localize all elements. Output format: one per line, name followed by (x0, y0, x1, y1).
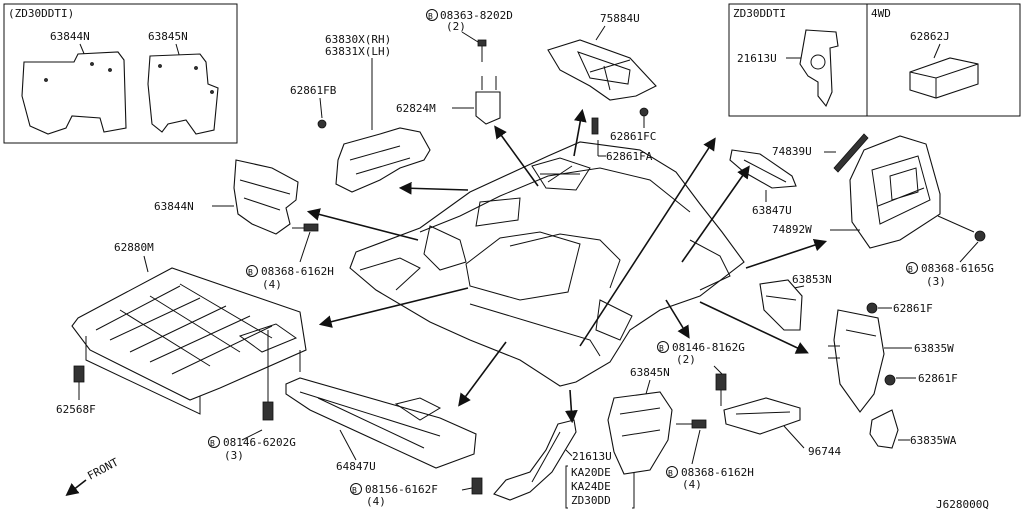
plate-75884u: 75884U (547, 12, 657, 101)
mud-guard-63845n: 63845N (607, 366, 673, 475)
callout-label: 08156-6162F (365, 483, 438, 496)
bolt-symbol: B (659, 344, 664, 353)
deflector-63847u: 63847U (729, 149, 797, 217)
clip-62568f: 62568F (56, 365, 96, 416)
strip-74839u: 74839U (772, 133, 869, 173)
callout-label: 08363-8202D (440, 9, 513, 22)
callout-label: 62861FC (610, 130, 656, 143)
callout-label: 08368-6162H (261, 265, 334, 278)
callout-label: 74839U (772, 145, 812, 158)
inset-title: (ZD30DDTI) (8, 7, 74, 20)
bolt-symbol: B (428, 12, 433, 21)
callout-label: 62824M (396, 102, 436, 115)
callout-label: 08368-6165G (921, 262, 994, 275)
callout-label: 62861F (918, 372, 958, 385)
callout-label: 62861F (893, 302, 933, 315)
plate-96744: 96744 (723, 397, 841, 458)
callout-label: 63830X(RH) (325, 33, 391, 46)
mud-guard-63845n-inset (147, 53, 219, 135)
callout-qty: (3) (224, 449, 244, 462)
callout-label: 21613U (572, 450, 612, 463)
callout-qty: (3) (926, 275, 946, 288)
callout-label: 63847U (752, 204, 792, 217)
callout-label: 63835W (914, 342, 954, 355)
callout-qty: (2) (446, 20, 466, 33)
heat-shield-63830x: 63830X(RH) 63831X(LH) (325, 33, 431, 193)
callout-label: 62880M (114, 241, 154, 254)
block-62862j (909, 57, 979, 99)
bracket-63835w: 63835W (828, 309, 954, 413)
callout-label: 63845N (630, 366, 670, 379)
callout-label: 63844N (154, 200, 194, 213)
clip-62861fb: 62861FB (290, 84, 337, 129)
bracket-62824m: 62824M (396, 76, 501, 125)
bolt-08146-8162g: B 08146-8162G (2) (657, 341, 745, 406)
inset-part-label: 63844N (50, 30, 90, 43)
bolt-08368-6165g: B 08368-6165G (3) (906, 215, 994, 288)
front-indicator: FRONT (65, 455, 121, 496)
cover-63853n: 63853N (759, 273, 832, 331)
callout-label: 62861FB (290, 84, 337, 97)
engine-code: KA24DE (571, 480, 611, 493)
engine-code: ZD30DD (571, 494, 611, 507)
bolt-symbol: B (908, 265, 913, 274)
mud-guard-63844n: 63844N (154, 159, 299, 235)
bracket-63835wa: 63835WA (869, 409, 957, 449)
inset-part-label: 21613U (737, 52, 777, 65)
callout-label: 08146-8162G (672, 341, 745, 354)
diagram-code: J628000Q (936, 498, 989, 511)
callout-qty: (4) (366, 495, 386, 508)
clip-62861f-a: 62861F (866, 302, 933, 315)
callout-label: 63853N (792, 273, 832, 286)
inset-right: ZD30DDTI 4WD 21613U 62862J (728, 3, 1021, 117)
callout-label: 75884U (600, 12, 640, 25)
bolt-08368-6162h-c: B 08368-6162H (4) (666, 419, 754, 491)
front-label: FRONT (85, 455, 121, 482)
callout-label: 74892W (772, 223, 812, 236)
inset-title: ZD30DDTI (733, 7, 786, 20)
callout-label: 62568F (56, 403, 96, 416)
bolt-symbol: B (248, 268, 253, 277)
callout-label: 08368-6162H (681, 466, 754, 479)
bolt-symbol: B (668, 469, 673, 478)
panel-74892w: 74892W (772, 135, 941, 249)
bolt-08156-6162f: B 08156-6162F (4) (350, 477, 483, 508)
inset-title: 4WD (871, 7, 891, 20)
callout-label: 63831X(LH) (325, 45, 391, 58)
clip-62861f-b: 62861F (884, 372, 958, 386)
member-64847u: 64847U (285, 377, 477, 473)
bolt-symbol: B (210, 439, 215, 448)
callout-label: 96744 (808, 445, 841, 458)
callout-qty: (4) (682, 478, 702, 491)
bracket-21613u-inset (799, 29, 839, 108)
clip-62861fa: 62861FA (591, 117, 653, 163)
assembly-arrows (306, 108, 828, 424)
inset-part-label: 63845N (148, 30, 188, 43)
bolt-08363-8202d: B 08363-8202D (2) (426, 9, 513, 62)
bracket-21613u: 21613U KA20DE KA24DE ZD30DD (493, 419, 635, 509)
callout-label: 64847U (336, 460, 376, 473)
engine-code: KA20DE (571, 466, 611, 479)
callout-label: 62861FA (606, 150, 653, 163)
callout-label: 63835WA (910, 434, 957, 447)
undercover-62880m: 62880M (71, 241, 307, 415)
callout-qty: (2) (676, 353, 696, 366)
inset-part-label: 62862J (910, 30, 950, 43)
clip-62861fc: 62861FC (610, 107, 656, 143)
callout-qty: (4) (262, 278, 282, 291)
bolt-08368-6162h-a: B 08368-6162H (4) (246, 223, 334, 291)
bolt-08146-6202g: B 08146-6202G (3) (208, 330, 296, 462)
mud-guard-63844n-inset (21, 51, 127, 135)
callout-label: 08146-6202G (223, 436, 296, 449)
inset-zd30ddti-left: (ZD30DDTI) 63844N 63845N (3, 3, 238, 144)
bolt-symbol: B (352, 486, 357, 495)
